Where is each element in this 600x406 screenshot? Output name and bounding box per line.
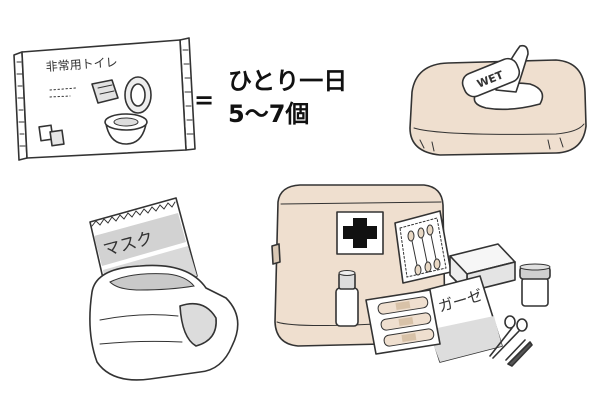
bandage-strip bbox=[377, 296, 429, 315]
package-fine-print bbox=[49, 87, 77, 98]
emergency-toilet-package: 非常用トイレ bbox=[13, 37, 196, 161]
bandage-strip bbox=[383, 328, 435, 347]
wet-wipes-package: WET bbox=[409, 44, 587, 156]
ointment-jar bbox=[519, 263, 551, 307]
bandages-packet bbox=[365, 289, 441, 355]
amount-line-1: ひとり一日 bbox=[228, 67, 347, 95]
package-crimp-lines bbox=[16, 49, 194, 147]
toilet-icon bbox=[91, 76, 152, 145]
equals-sign: = bbox=[194, 86, 214, 114]
amount-per-person: = ひとり一日 5〜7個 bbox=[194, 67, 347, 128]
scissors-icon bbox=[489, 315, 528, 359]
amount-line-2: 5〜7個 bbox=[228, 100, 309, 128]
face-mask bbox=[89, 264, 239, 381]
toilet-package-label: 非常用トイレ bbox=[45, 55, 118, 74]
cotton-swab-package bbox=[394, 210, 452, 284]
medicine-bottle bbox=[335, 270, 359, 327]
package-small-squares bbox=[38, 124, 65, 147]
wipes-flap: WET bbox=[461, 57, 521, 98]
tweezers-icon bbox=[505, 339, 533, 367]
bandage-strip bbox=[380, 312, 432, 331]
first-aid-cross-icon bbox=[336, 211, 384, 255]
